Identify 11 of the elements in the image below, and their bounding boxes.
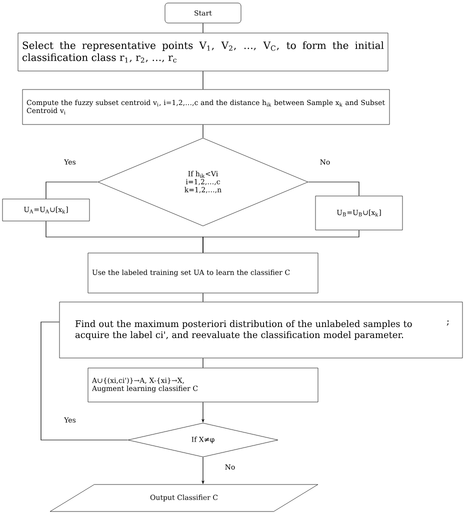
connector	[202, 124, 204, 138]
connector	[202, 292, 204, 302]
connector	[202, 70, 204, 90]
connector	[202, 230, 360, 254]
connector	[202, 22, 204, 34]
connector	[308, 182, 360, 196]
connector	[46, 182, 98, 200]
connector	[202, 358, 204, 368]
semicolon-text: ;	[446, 320, 449, 326]
process-box: Select the representative points V$_{1}$, V$_{2}$, …, V$_{C}$, to form the initial classification class r$_{1}$, r$_{2}$, …, r$_{c}$	[18, 32, 388, 72]
connector	[40, 322, 128, 440]
